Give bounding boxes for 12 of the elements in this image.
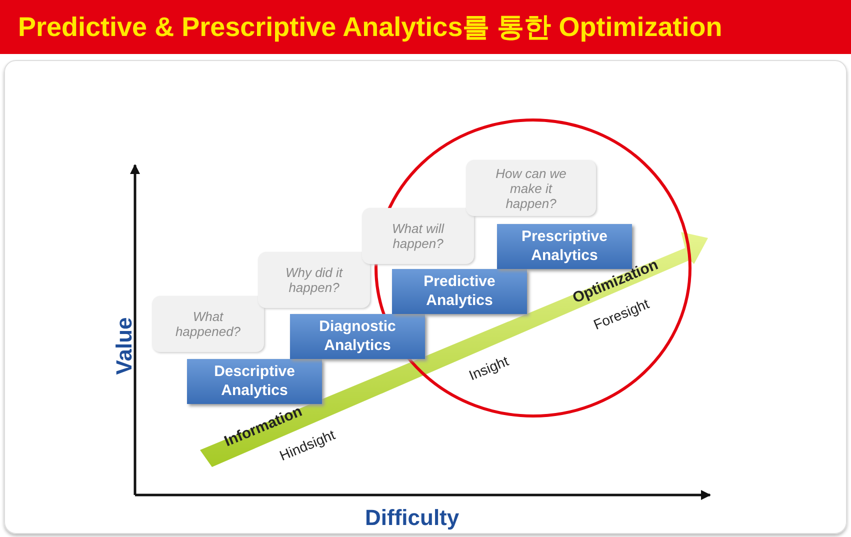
speech-bubble: What will happen? xyxy=(362,208,474,264)
axis-caption: Insight xyxy=(466,352,511,384)
analytics-box: Predictive Analytics xyxy=(392,269,527,314)
axis-title: Difficulty xyxy=(365,505,460,531)
analytics-box: Prescriptive Analytics xyxy=(497,224,632,269)
speech-bubble: Why did it happen? xyxy=(258,252,370,308)
title-bar: Predictive & Prescriptive Analytics를 통한 Optimization xyxy=(0,0,851,54)
analytics-box: Diagnostic Analytics xyxy=(290,314,425,359)
axis-title: Value xyxy=(112,317,138,375)
speech-bubble: How can we make it happen? xyxy=(466,160,596,216)
analytics-box: Descriptive Analytics xyxy=(187,359,322,404)
speech-bubble: What happened? xyxy=(152,296,264,352)
